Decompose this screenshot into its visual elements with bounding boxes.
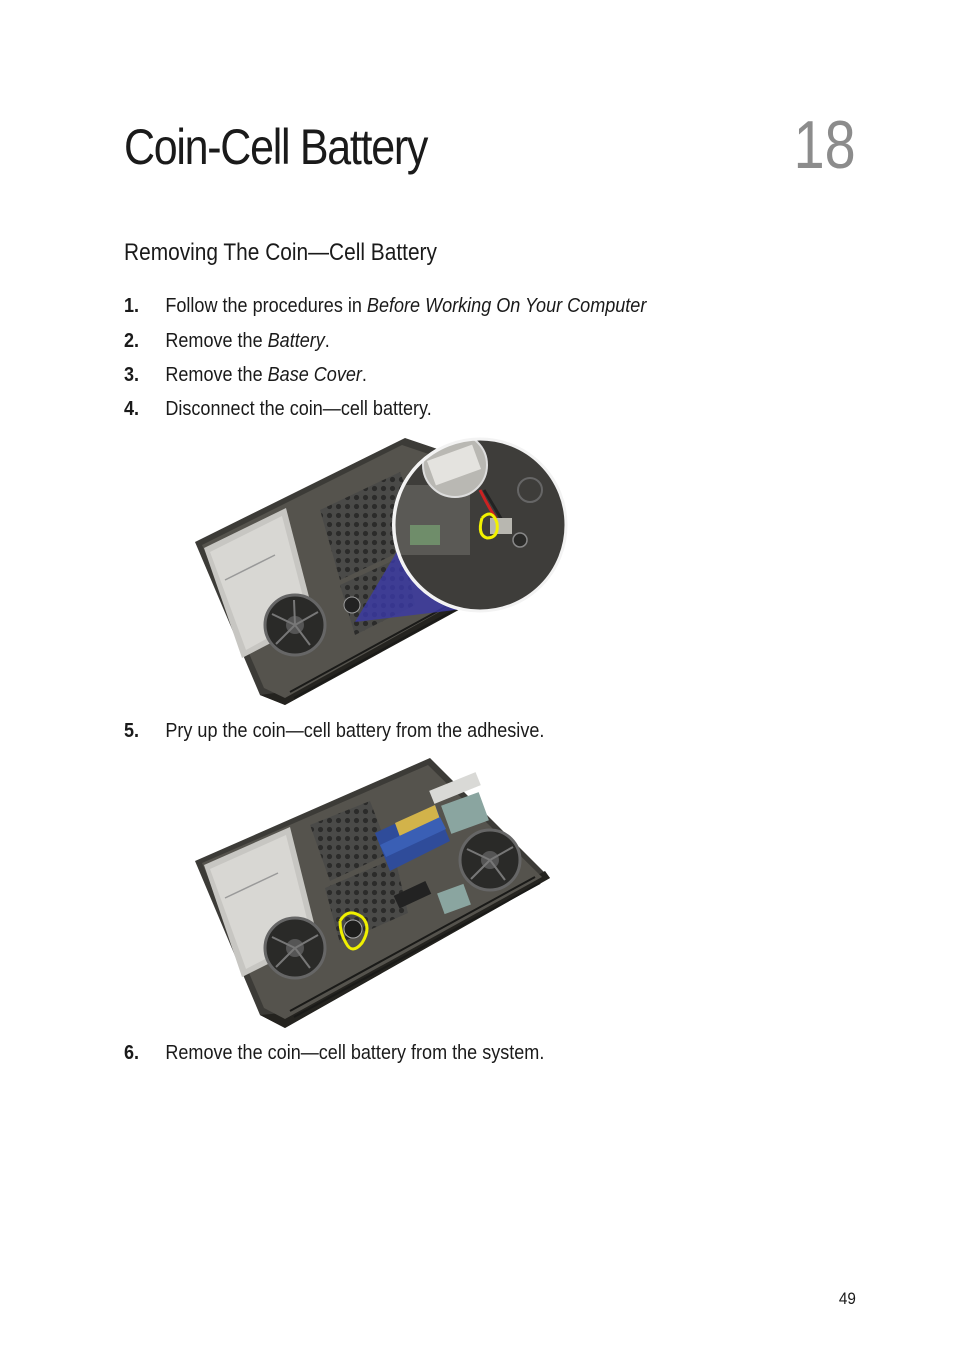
step-link-before-working[interactable]: Before Working On Your Computer <box>366 294 647 317</box>
step-6: 6. Remove the coin—cell battery from the … <box>124 1041 544 1065</box>
step-text: Disconnect the coin—cell battery. <box>165 397 432 420</box>
laptop-disconnect-figure <box>195 437 568 705</box>
chapter-title: Coin-Cell Battery <box>124 119 428 175</box>
laptop-pry-figure <box>195 758 550 1028</box>
step-1: 1. Follow the procedures in Before Workin… <box>124 294 646 318</box>
step-3: 3.Remove the Base Cover. <box>124 363 367 386</box>
section-heading: Removing The Coin—Cell Battery <box>124 239 437 266</box>
step-number: 1. <box>124 294 140 317</box>
page-number: 49 <box>838 1289 856 1308</box>
chapter-number: 18 <box>793 107 856 183</box>
step-number: 5. <box>124 719 140 742</box>
step-number: 3. <box>124 363 140 386</box>
step-text: Remove the <box>165 329 268 352</box>
step-text: Remove the coin—cell battery from the sy… <box>165 1041 545 1064</box>
step-text: Follow the procedures in <box>165 294 367 317</box>
step-link-battery[interactable]: Battery <box>267 329 325 352</box>
step-text: Remove the <box>165 363 268 386</box>
step-link-base-cover[interactable]: Base Cover <box>267 363 362 386</box>
step-text: Pry up the coin—cell battery from the ad… <box>165 719 545 742</box>
step-4: 4. Disconnect the coin—cell battery. <box>124 397 432 421</box>
step-number: 4. <box>124 397 140 420</box>
step-5: 5. Pry up the coin—cell battery from the … <box>124 719 544 743</box>
step-number: 6. <box>124 1041 140 1064</box>
step-2: 2.Remove the Battery. <box>124 329 330 352</box>
step-number: 2. <box>124 329 140 352</box>
